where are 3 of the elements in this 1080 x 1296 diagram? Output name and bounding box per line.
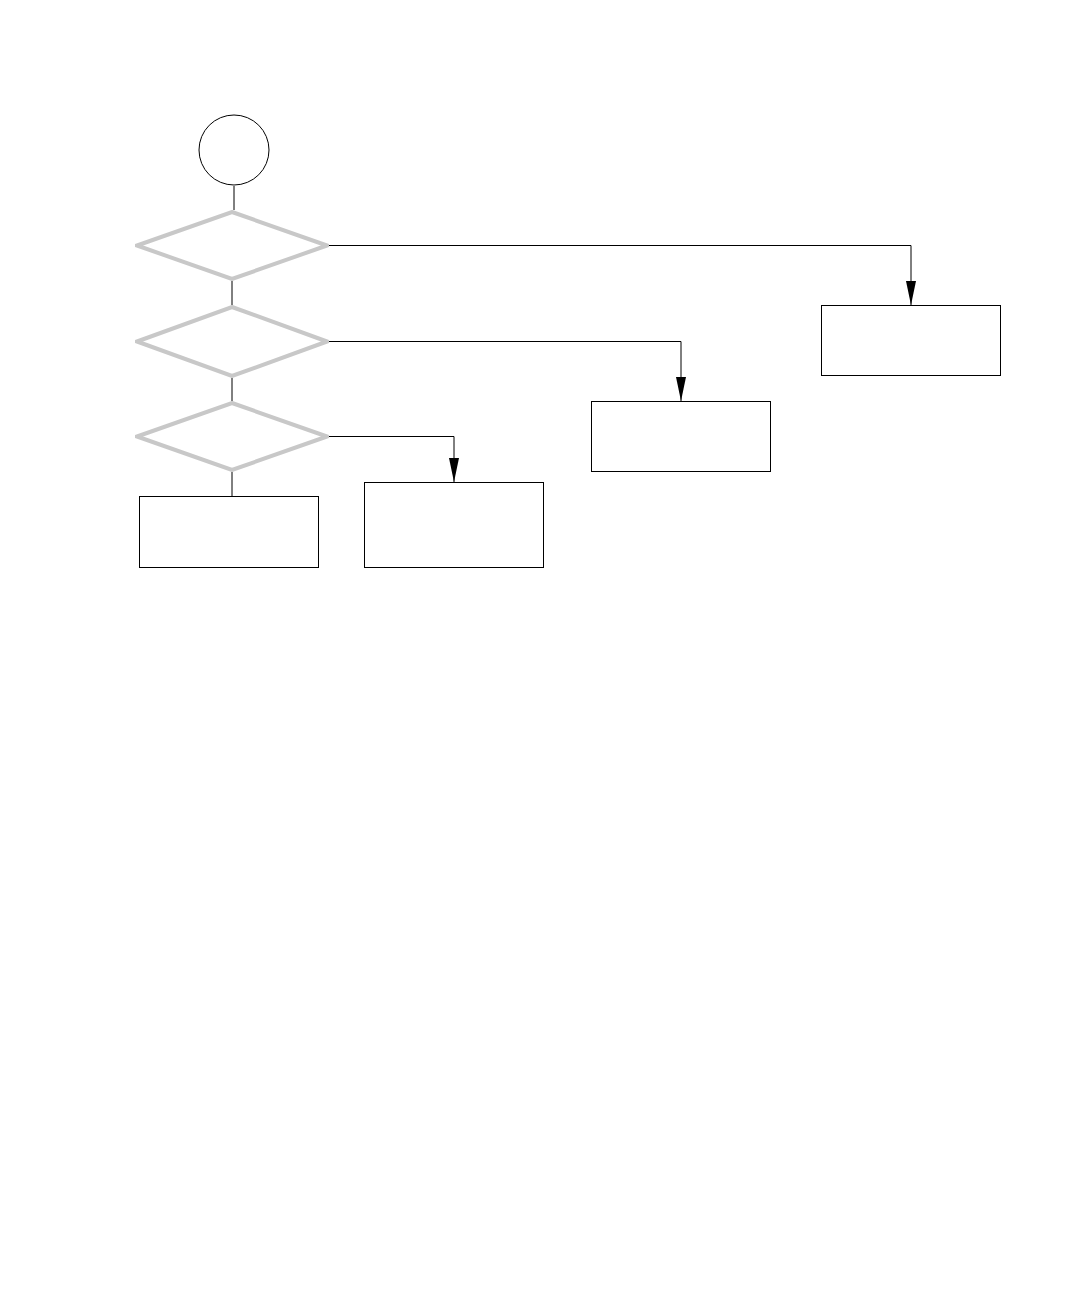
connector-arrow bbox=[328, 341, 686, 402]
connector-arrow bbox=[328, 436, 459, 483]
connector-arrow bbox=[328, 245, 916, 306]
